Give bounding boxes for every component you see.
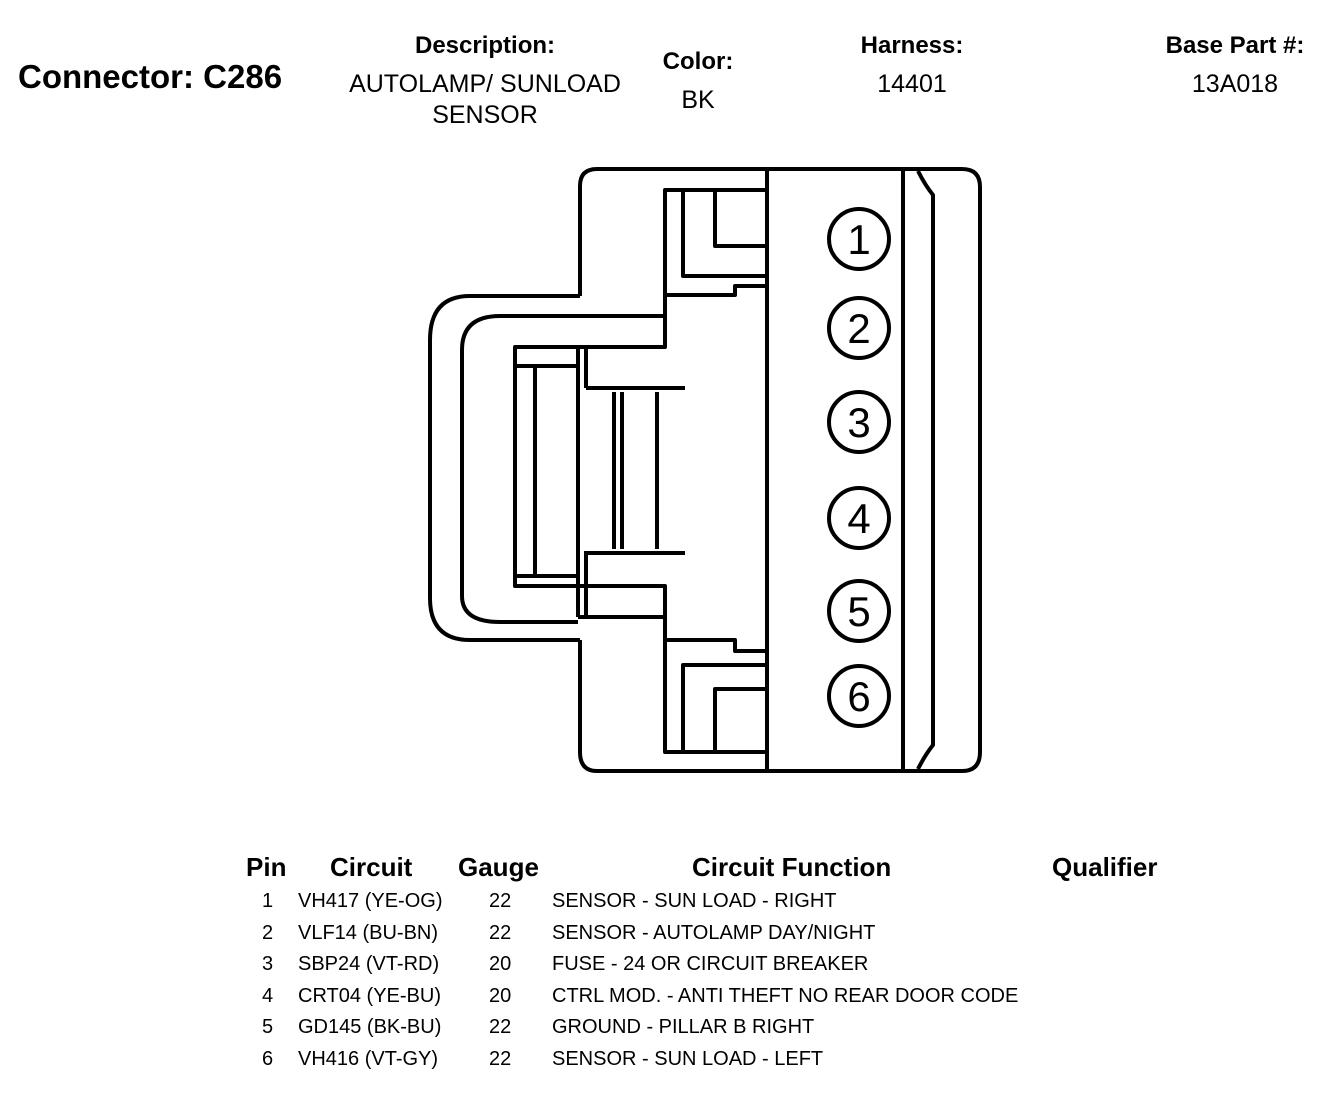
cell-pin: 6	[262, 1048, 274, 1070]
cell-pin: 5	[262, 1016, 274, 1039]
header-circuit: Circuit	[330, 852, 413, 882]
cell-circuit: CRT04 (YE-BU)	[298, 984, 441, 1007]
connector-title: Connector: C286	[18, 58, 283, 95]
description-value-line2: SENSOR	[432, 101, 538, 129]
base-part-value: 13A018	[1191, 70, 1279, 98]
base-part-label: Base Part #:	[1165, 32, 1305, 59]
pin-circle	[827, 207, 891, 271]
pin-cavity-3: 3	[827, 390, 891, 454]
latch-tongue	[513, 314, 667, 619]
header-gauge: Gauge	[458, 852, 539, 882]
cell-function: SENSOR - SUN LOAD - LEFT	[552, 1048, 824, 1070]
pin-circle	[827, 486, 891, 550]
pin-circle	[827, 296, 891, 360]
pin-cavities: 1 2 3 4 5 6	[827, 207, 891, 728]
harness-label: Harness:	[860, 32, 964, 59]
cell-pin: 2	[262, 921, 274, 944]
pin-number: 6	[847, 673, 870, 720]
pin-number: 2	[847, 305, 870, 352]
pin-cavity-4: 4	[827, 486, 891, 550]
cell-gauge: 22	[489, 921, 512, 944]
header-pin: Pin	[246, 852, 287, 882]
cell-circuit: VH417 (YE-OG)	[298, 890, 443, 912]
cell-circuit: VLF14 (BU-BN)	[298, 921, 439, 944]
cell-function: SENSOR - SUN LOAD - RIGHT	[552, 890, 837, 912]
pin-number: 5	[847, 588, 870, 635]
description-value-line1: AUTOLAMP/ SUNLOAD	[349, 70, 621, 98]
cell-pin: 3	[262, 953, 274, 976]
latch-inner-outline	[460, 314, 578, 624]
cell-circuit: VH416 (VT-GY)	[298, 1048, 439, 1070]
pin-cavity-6: 6	[827, 664, 891, 728]
pin-circle	[827, 664, 891, 728]
header-circuit-function: Circuit Function	[692, 852, 892, 882]
header-qualifier: Qualifier	[1052, 852, 1158, 882]
cell-circuit: SBP24 (VT-RD)	[298, 953, 440, 976]
cell-gauge: 22	[489, 1048, 512, 1070]
cell-gauge: 20	[489, 984, 512, 1007]
cell-gauge: 22	[489, 1016, 512, 1039]
harness-value: 14401	[877, 70, 947, 98]
pin-cavity-2: 2	[827, 296, 891, 360]
cell-function: CTRL MOD. - ANTI THEFT NO REAR DOOR CODE	[552, 984, 1019, 1007]
pin-circle	[827, 579, 891, 643]
cell-gauge: 22	[489, 890, 512, 912]
cell-gauge: 20	[489, 953, 512, 976]
cell-circuit: GD145 (BK-BU)	[298, 1016, 442, 1039]
color-label: Color:	[662, 48, 734, 75]
latch-outer-outline	[428, 294, 580, 642]
pin-cavity-1: 1	[827, 207, 891, 271]
cell-function: GROUND - PILLAR B RIGHT	[552, 1016, 815, 1039]
cell-pin: 4	[262, 984, 274, 1007]
description-label: Description:	[414, 32, 555, 59]
pin-circle	[827, 390, 891, 454]
connector-body-outline	[578, 167, 982, 773]
cell-pin: 1	[262, 890, 274, 912]
cell-function: FUSE - 24 OR CIRCUIT BREAKER	[552, 953, 869, 976]
cell-function: SENSOR - AUTOLAMP DAY/NIGHT	[552, 921, 876, 944]
color-value: BK	[681, 86, 715, 114]
pin-number: 3	[847, 399, 870, 446]
pin-number: 1	[847, 216, 870, 263]
pin-number: 4	[847, 495, 870, 542]
pin-cavity-5: 5	[827, 579, 891, 643]
